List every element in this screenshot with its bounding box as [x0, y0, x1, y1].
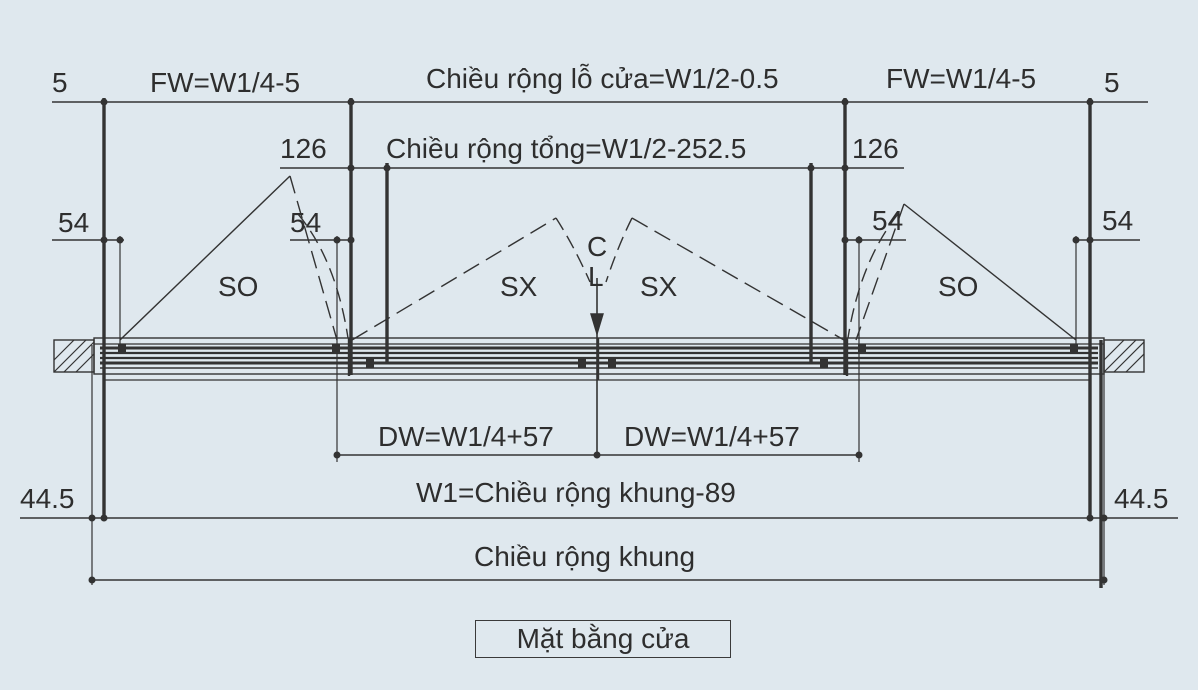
centerline-l: L	[588, 261, 604, 292]
panel-left-sliding: SX	[500, 271, 538, 302]
panel-right-fixed: SO	[938, 271, 978, 302]
dim-right-overlap: 126	[852, 133, 899, 164]
profile-lines	[102, 98, 1103, 588]
caption-text: Mặt bằng cửa	[516, 623, 690, 654]
dim-right-fixed-width: FW=W1/4-5	[886, 63, 1036, 94]
caption-box: Mặt bằng cửa	[475, 620, 731, 658]
track-profile	[93, 337, 1105, 381]
dim-total-width: Chiều rộng tổng=W1/2-252.5	[386, 133, 746, 164]
dim-right-frame: 44.5	[1114, 483, 1169, 514]
dim-left-offset: 5	[52, 67, 68, 98]
panel-right-sliding: SX	[640, 271, 678, 302]
dim-left-fixed-width: FW=W1/4-5	[150, 67, 300, 98]
dim-frame-width: Chiều rộng khung	[474, 541, 695, 572]
dim-left-overlap: 126	[280, 133, 327, 164]
dimension-dots	[88, 98, 1108, 584]
dim-right-offset: 5	[1104, 67, 1120, 98]
dim-opening-width: Chiều rộng lỗ cửa=W1/2-0.5	[426, 63, 779, 94]
labels: 5 FW=W1/4-5 Chiều rộng lỗ cửa=W1/2-0.5 F…	[20, 63, 1169, 572]
track-blocks	[118, 344, 1078, 368]
panel-indication	[119, 175, 1077, 341]
dim-left-door-width: DW=W1/4+57	[378, 421, 554, 452]
centerline-c: C	[587, 231, 607, 262]
dim-54-right-inner: 54	[872, 205, 903, 236]
dim-right-door-width: DW=W1/4+57	[624, 421, 800, 452]
dim-54-left-inner: 54	[290, 207, 321, 238]
dim-54-right-outer: 54	[1102, 205, 1133, 236]
wall-hatching	[53, 339, 1145, 373]
dim-left-frame: 44.5	[20, 483, 75, 514]
dim-54-left-outer: 54	[58, 207, 89, 238]
dim-inner-width: W1=Chiều rộng khung-89	[416, 477, 736, 508]
panel-left-fixed: SO	[218, 271, 258, 302]
